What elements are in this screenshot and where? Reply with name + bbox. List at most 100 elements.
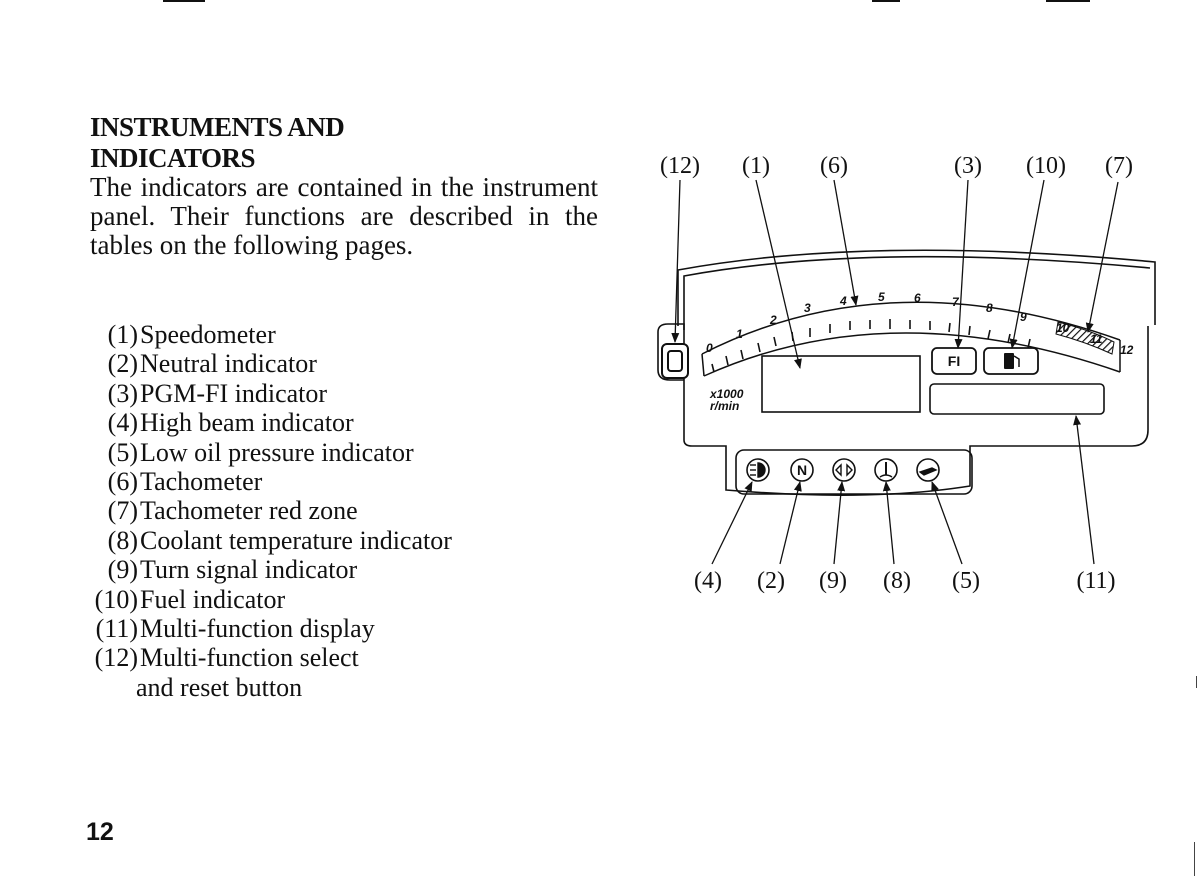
arrow-4 (711, 481, 753, 565)
legend-label: Multi-function display (140, 614, 375, 644)
legend-label: Multi-function select (140, 643, 359, 673)
heading-line-2: INDICATORS (90, 143, 256, 173)
tachometer-tick-labels: 0 1 2 3 4 5 6 7 8 9 10 11 12 (706, 290, 1134, 357)
intro-paragraph: The indicators are contained in the inst… (90, 172, 598, 260)
neutral-lamp (790, 458, 814, 482)
arrow-12 (671, 179, 681, 343)
callout-2: (2) (757, 568, 785, 594)
legend-label: PGM-FI indicator (140, 378, 328, 408)
unit-label-rmin: r/min (710, 399, 739, 413)
legend-item: (9)Turn signal indicator (86, 555, 566, 584)
arrow-8 (882, 481, 895, 565)
legend-number: (10) (94, 584, 138, 614)
heading-line-1: INSTRUMENTS AND (90, 112, 345, 142)
legend-number: (9) (107, 555, 138, 585)
fi-label: FI (948, 353, 960, 369)
callout-4: (4) (694, 568, 722, 594)
legend-label: Fuel indicator (140, 584, 286, 614)
tachometer-red-zone (1055, 321, 1115, 355)
panel-housing (657, 249, 1156, 496)
tick-label: 9 (1020, 310, 1027, 324)
legend-item: (10)Fuel indicator (86, 585, 566, 614)
arrow-9 (833, 481, 846, 565)
legend-item: (1)Speedometer (86, 320, 566, 349)
tick-label: 7 (952, 295, 960, 309)
arrow-2 (779, 481, 802, 565)
legend-item: (7)Tachometer red zone (86, 496, 566, 525)
callout-7: (7) (1105, 153, 1133, 179)
select-reset-button (661, 343, 689, 379)
top-rule-left (163, 0, 205, 2)
legend-number: (7) (107, 496, 138, 526)
section-heading: INSTRUMENTS AND INDICATORS (90, 112, 610, 174)
callout-10: (10) (1026, 153, 1066, 179)
oil-can-icon (918, 467, 938, 476)
legend-item: (8)Coolant temperature indicator (86, 526, 566, 555)
legend-number: (6) (107, 467, 138, 497)
top-rule-right (1046, 0, 1090, 2)
arrow-6 (833, 179, 859, 306)
turn-arrows-icon (835, 463, 853, 477)
legend-number: (3) (107, 378, 138, 408)
leader-arrows (671, 179, 1119, 565)
legend-label: Tachometer (140, 467, 263, 497)
callout-5: (5) (952, 568, 980, 594)
page-edge-mark-lower (1194, 842, 1195, 876)
arrow-3 (954, 179, 969, 349)
legend-number: (2) (107, 349, 138, 379)
tick-label: 5 (878, 290, 885, 304)
tick-label: 11 (1090, 332, 1103, 346)
tick-label: 10 (1056, 321, 1070, 335)
page-edge-mark-upper (1196, 676, 1197, 688)
legend-number: (5) (107, 437, 138, 467)
speedometer-display (761, 355, 921, 413)
instrument-panel-diagram: (12) (1) (6) (3) (10) (7) 0 1 2 3 4 (657, 153, 1156, 594)
callout-6: (6) (820, 153, 848, 179)
page-number: 12 (86, 818, 114, 846)
arrow-10 (1009, 179, 1045, 349)
tachometer-band (701, 301, 1121, 377)
tick-label: 12 (1120, 343, 1134, 357)
legend-label: Tachometer red zone (140, 496, 358, 526)
multi-function-display (929, 383, 1105, 415)
legend-item-continuation: and reset button (86, 673, 566, 702)
legend-item: (6)Tachometer (86, 467, 566, 496)
legend-number: (12) (94, 643, 138, 673)
top-rule-middle (872, 0, 900, 2)
legend-label: Neutral indicator (140, 349, 317, 379)
callout-3: (3) (954, 153, 982, 179)
tachometer-tick-marks (711, 319, 1031, 373)
headlight-icon (757, 462, 766, 478)
tick-label: 1 (736, 327, 743, 341)
legend-item: (3)PGM-FI indicator (86, 379, 566, 408)
legend-number: (4) (107, 408, 138, 438)
pgm-fi-indicator: FI (931, 347, 977, 375)
legend-label: High beam indicator (140, 408, 354, 438)
callout-11: (11) (1076, 568, 1115, 594)
tick-label: 8 (986, 301, 993, 315)
legend-item: (11)Multi-function display (86, 614, 566, 643)
legend-label: Speedometer (140, 320, 276, 349)
legend-item: (4)High beam indicator (86, 408, 566, 437)
legend-item: (2)Neutral indicator (86, 349, 566, 378)
indicator-lamp-cluster (746, 458, 940, 482)
legend-label: Coolant temperature indicator (140, 525, 452, 555)
callout-1: (1) (742, 153, 770, 179)
arrow-1 (755, 179, 802, 369)
callout-8: (8) (883, 568, 911, 594)
lamp-symbols (750, 462, 938, 478)
legend-item: (5)Low oil pressure indicator (86, 438, 566, 467)
tick-label: 3 (804, 301, 811, 315)
legend-item: (12)Multi-function select (86, 643, 566, 672)
arrow-5 (931, 481, 963, 565)
unit-label-x1000: x1000 (709, 387, 744, 401)
arrow-7 (1085, 181, 1119, 333)
legend-number: (8) (107, 525, 138, 555)
fuel-indicator (983, 347, 1039, 375)
legend-label-continuation: and reset button (136, 672, 303, 702)
tick-label: 6 (914, 291, 921, 305)
legend-label: Low oil pressure indicator (140, 437, 414, 467)
legend-label: Turn signal indicator (140, 555, 358, 585)
indicator-legend: (1)Speedometer (2)Neutral indicator (3)P… (86, 320, 566, 702)
arrow-11 (1073, 415, 1095, 565)
